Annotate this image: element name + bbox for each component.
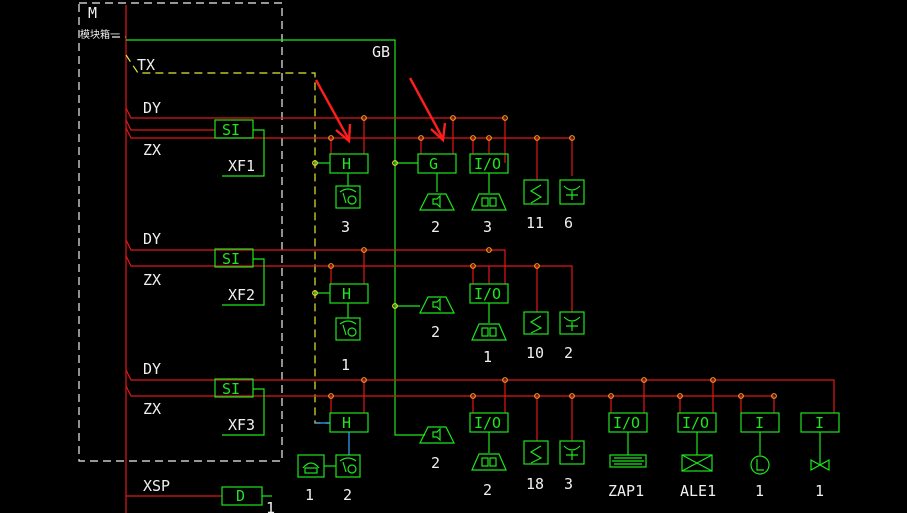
r2-y-count: 2 bbox=[564, 344, 573, 362]
r3-heat-detector-icon bbox=[559, 440, 585, 465]
dy3-label: DY bbox=[143, 360, 161, 378]
r3-g-count: 2 bbox=[431, 454, 440, 472]
r3-zap-io-code: I/O bbox=[613, 414, 640, 432]
r3-s-count: 18 bbox=[526, 475, 544, 493]
r2-smoke-detector-icon bbox=[523, 311, 549, 335]
r1-manual-alarm-button-icon bbox=[335, 185, 361, 209]
r3-l-i-code: I bbox=[755, 414, 764, 432]
r1-s-count: 11 bbox=[526, 214, 544, 232]
zx1-input-line bbox=[125, 119, 215, 131]
r3-fire-shutter-icon bbox=[681, 454, 713, 472]
zx2-loop-line bbox=[125, 255, 573, 312]
dy1-bus-line bbox=[125, 107, 506, 163]
r3-zap-label: ZAP1 bbox=[608, 482, 644, 500]
r3-ale-label: ALE1 bbox=[680, 482, 716, 500]
dy2-bus-line bbox=[125, 239, 506, 284]
r1-smoke-fire-damper-icon bbox=[471, 193, 507, 211]
xf3-leader bbox=[222, 388, 265, 436]
xf2-leader bbox=[222, 258, 265, 306]
floor-1-circuit: DY ZX SI XF1 H 3 G 2 bbox=[125, 99, 585, 236]
r1-g-module-code: G bbox=[429, 155, 438, 173]
si-module-3 bbox=[214, 378, 254, 398]
dy3-bus-line bbox=[125, 369, 835, 413]
r3-phone-count: 1 bbox=[305, 486, 314, 504]
r2-h-count: 1 bbox=[341, 356, 350, 374]
r2-h-module-code: H bbox=[342, 285, 351, 303]
xf1-leader bbox=[222, 129, 265, 177]
module-box-label: 模块箱一 bbox=[80, 28, 120, 41]
gb-label: GB bbox=[372, 43, 390, 61]
r3-pressure-switch-icon bbox=[609, 454, 647, 468]
floor-2-circuit: DY ZX SI XF2 H 1 2 I/O bbox=[125, 230, 585, 374]
r1-junction-dots bbox=[312, 115, 575, 166]
r2-io-count: 1 bbox=[483, 348, 492, 366]
r3-signal-valve-icon bbox=[810, 457, 830, 472]
r1-g-count: 2 bbox=[431, 218, 440, 236]
floor-3-circuit: DY ZX SI XF3 H 1 2 2 bbox=[125, 360, 840, 504]
r3-l-count: 1 bbox=[755, 482, 764, 500]
r1-h-module-code: H bbox=[342, 155, 351, 173]
si-module-3-code: SI bbox=[222, 380, 240, 398]
module-box-letter: M bbox=[88, 4, 97, 22]
r2-io-module-code: I/O bbox=[474, 285, 501, 303]
r3-manual-alarm-button-icon bbox=[335, 454, 361, 478]
r1-io-module-code: I/O bbox=[474, 155, 501, 173]
zx3-loop-line bbox=[125, 385, 775, 413]
r2-s-count: 10 bbox=[526, 344, 544, 362]
r3-ale-io-code: I/O bbox=[682, 414, 709, 432]
module-box-outline bbox=[78, 2, 283, 462]
r1-y-count: 6 bbox=[564, 214, 573, 232]
zx2-label: ZX bbox=[143, 271, 161, 289]
xf1-label: XF1 bbox=[228, 157, 255, 175]
xsp-d-count: 1 bbox=[266, 499, 275, 513]
zx3-label: ZX bbox=[143, 400, 161, 418]
r3-smoke-fire-damper-icon bbox=[471, 453, 507, 471]
dy2-label: DY bbox=[143, 230, 161, 248]
r1-smoke-detector-icon bbox=[523, 179, 549, 205]
gb-bus-line bbox=[126, 39, 425, 436]
xsp-label: XSP bbox=[143, 477, 170, 495]
r3-io-count: 2 bbox=[483, 481, 492, 499]
r3-io-module-code: I/O bbox=[474, 414, 501, 432]
r3-fire-telephone-icon bbox=[297, 454, 325, 478]
tx-label: TX bbox=[137, 56, 155, 74]
r2-heat-detector-icon bbox=[559, 311, 585, 335]
r1-h-count: 3 bbox=[341, 218, 350, 236]
r3-valve-count: 1 bbox=[815, 482, 824, 500]
r2-h-module bbox=[329, 283, 369, 304]
zx1-label: ZX bbox=[143, 141, 161, 159]
r3-smoke-detector-icon bbox=[523, 440, 549, 465]
r3-flow-indicator-icon bbox=[750, 455, 770, 475]
si-module-2-code: SI bbox=[222, 250, 240, 268]
r1-alarm-speaker-icon bbox=[419, 193, 455, 211]
r3-alarm-speaker-icon bbox=[419, 426, 455, 444]
si-module-1-code: SI bbox=[222, 121, 240, 139]
zx1-loop-line bbox=[125, 127, 573, 176]
r2-junction-dots bbox=[312, 247, 540, 309]
r3-junction-dots bbox=[328, 377, 777, 399]
r1-h-module bbox=[329, 153, 369, 174]
r2-alarm-speaker-icon bbox=[419, 296, 455, 314]
r3-h-module-code: H bbox=[342, 414, 351, 432]
annotation-arrow-1 bbox=[314, 79, 352, 144]
r3-valve-i-code: I bbox=[815, 414, 824, 432]
r1-heat-detector-icon bbox=[559, 179, 585, 205]
xf2-label: XF2 bbox=[228, 286, 255, 304]
r2-manual-alarm-button-icon bbox=[335, 317, 361, 341]
r1-io-count: 3 bbox=[483, 218, 492, 236]
si-module-2 bbox=[214, 248, 254, 268]
xsp-d-module-code: D bbox=[236, 487, 245, 505]
annotation-arrow-2 bbox=[408, 77, 447, 143]
r2-g-count: 2 bbox=[431, 323, 440, 341]
r2-smoke-fire-damper-icon bbox=[471, 323, 507, 341]
r3-h-count: 2 bbox=[343, 486, 352, 504]
r3-y-count: 3 bbox=[564, 475, 573, 493]
dy1-label: DY bbox=[143, 99, 161, 117]
xf3-label: XF3 bbox=[228, 416, 255, 434]
si-module-1 bbox=[214, 119, 254, 139]
